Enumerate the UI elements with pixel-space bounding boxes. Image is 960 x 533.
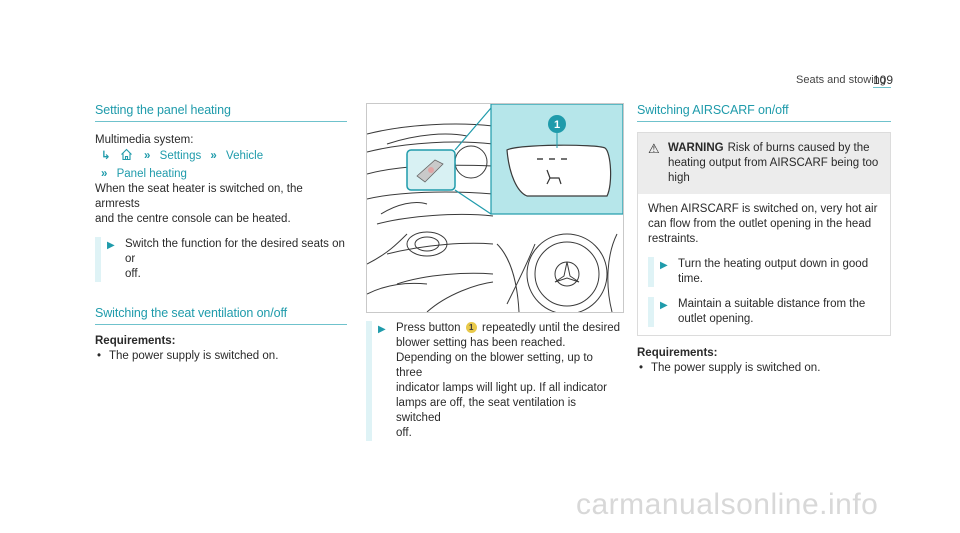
nav-path-row-2: » Panel heating (95, 166, 347, 182)
warning-body: When AIRSCARF is switched on, very hot a… (638, 194, 890, 335)
callout-number: 1 (554, 119, 560, 131)
enter-arrow-icon: ↳ (101, 150, 111, 162)
step-line: Switch the function for the desired seat… (125, 238, 345, 265)
header-section: Seats and stowing (796, 74, 886, 86)
nav-item-settings[interactable]: Settings (159, 150, 202, 162)
requirements-label: Requirements: (95, 335, 176, 347)
door-illustration-svg: 1 (367, 104, 623, 312)
requirements-label: Requirements: (637, 347, 718, 359)
step-arrow-icon: ▶ (660, 300, 668, 311)
requirement-item: •The power supply is switched on. (97, 350, 279, 362)
chevron-right-icon: » (101, 168, 108, 180)
description-line: and the centre console can be heated. (95, 213, 291, 225)
nav-intro: Multimedia system: (95, 134, 194, 146)
chevron-right-icon: » (210, 150, 217, 162)
nav-path-row-1: ↳ » Settings » Vehicle (95, 148, 347, 166)
nav-item-vehicle[interactable]: Vehicle (226, 150, 264, 162)
requirement-item: •The power supply is switched on. (639, 362, 821, 374)
warning-label: WARNING (668, 142, 724, 154)
step-line: off. (125, 268, 141, 280)
warning-triangle-icon: ⚠ (648, 141, 660, 156)
step-arrow-icon: ▶ (378, 324, 386, 335)
callout-badge-icon: 1 (465, 322, 477, 334)
column-1: Setting the panel heating Multimedia sys… (95, 103, 347, 364)
home-icon[interactable] (120, 148, 133, 166)
chevron-right-icon: » (144, 150, 151, 162)
seat-icon (546, 169, 562, 185)
step-arrow-icon: ▶ (107, 240, 115, 251)
running-header: Seats and stowing (796, 74, 886, 86)
section-title-airscarf: Switching AIRSCARF on/off (637, 103, 891, 122)
bullet-icon: • (97, 350, 102, 362)
step-switch-function: ▶ Switch the function for the desired se… (107, 237, 347, 282)
section-title-seat-ventilation: Switching the seat ventilation on/off (95, 306, 347, 325)
page-number: 109 (873, 73, 894, 88)
step-turn-heating-down: ▶ Turn the heating output down in good t… (660, 258, 869, 285)
step-arrow-icon: ▶ (660, 260, 668, 271)
section-title-panel-heating: Setting the panel heating (95, 103, 347, 122)
description-line: When the seat heater is switched on, the… (95, 183, 303, 210)
bullet-icon: • (639, 362, 644, 374)
step-maintain-distance: ▶ Maintain a suitable distance from the … (660, 298, 866, 325)
column-2-steps: ▶ Press button 1 repeatedly until the de… (366, 321, 622, 441)
door-panel-illustration: 1 (366, 103, 624, 313)
nav-item-panel-heating[interactable]: Panel heating (116, 168, 187, 180)
step-press-button: ▶ Press button 1 repeatedly until the de… (378, 322, 621, 439)
watermark-text: carmanualsonline.info (576, 488, 879, 521)
